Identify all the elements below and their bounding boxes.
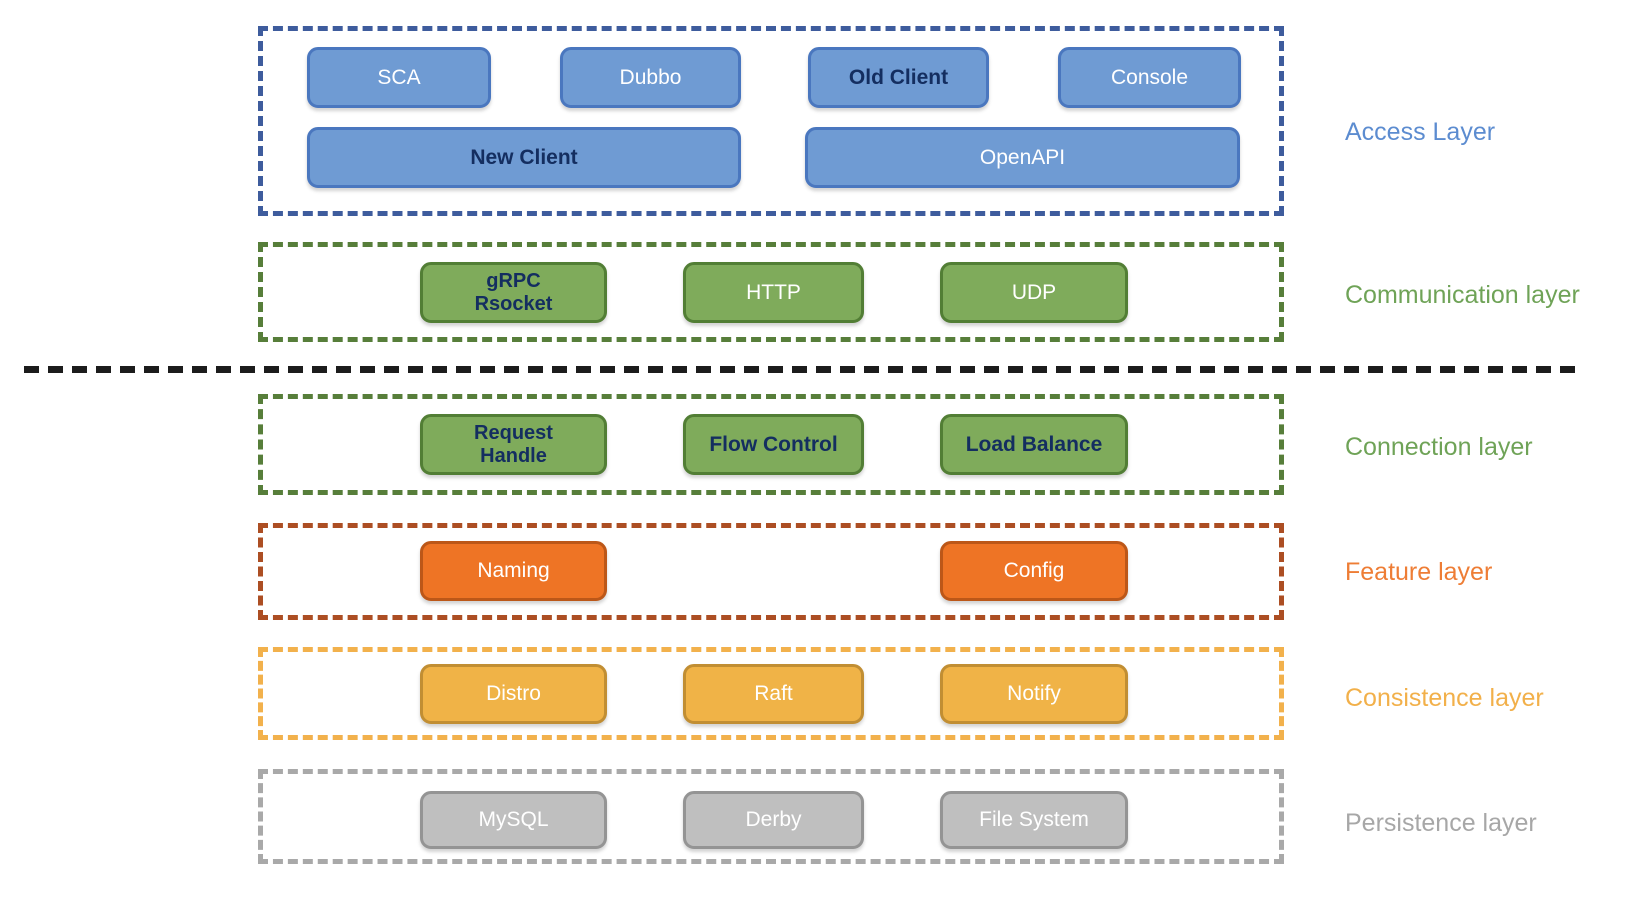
communication-layer-label: Communication layer bbox=[1345, 281, 1580, 309]
consistence-layer-label: Consistence layer bbox=[1345, 684, 1544, 712]
communication-layer-container bbox=[258, 242, 1284, 342]
box-new-client: New Client bbox=[307, 127, 741, 188]
box-sca-label: SCA bbox=[377, 65, 421, 89]
box-mysql: MySQL bbox=[420, 791, 607, 849]
persistence-layer-label: Persistence layer bbox=[1345, 809, 1537, 837]
box-load-balance-label: Load Balance bbox=[965, 432, 1103, 456]
server-client-separator-line bbox=[24, 366, 1577, 373]
box-naming: Naming bbox=[420, 541, 607, 601]
box-sca: SCA bbox=[307, 47, 491, 108]
box-old-client-label: Old Client bbox=[848, 65, 949, 89]
box-new-client-label: New Client bbox=[470, 145, 578, 169]
box-http: HTTP bbox=[683, 262, 864, 323]
box-derby: Derby bbox=[683, 791, 864, 849]
access-layer-label: Access Layer bbox=[1345, 118, 1496, 146]
box-request-handle: Request Handle bbox=[420, 414, 607, 475]
box-flow-control-label: Flow Control bbox=[709, 432, 838, 456]
box-config: Config bbox=[940, 541, 1128, 601]
box-grpc-rsocket-line2: Rsocket bbox=[474, 292, 553, 315]
connection-layer-container bbox=[258, 394, 1284, 495]
persistence-layer-container bbox=[258, 769, 1284, 864]
box-mysql-label: MySQL bbox=[478, 808, 549, 831]
connection-layer-label: Connection layer bbox=[1345, 433, 1533, 461]
box-notify-label: Notify bbox=[1007, 682, 1061, 705]
box-grpc-rsocket: gRPC Rsocket bbox=[420, 262, 607, 323]
access-layer-container bbox=[258, 26, 1284, 216]
box-config-label: Config bbox=[1003, 559, 1065, 582]
box-udp: UDP bbox=[940, 262, 1128, 323]
box-file-system-label: File System bbox=[979, 808, 1089, 831]
box-openapi-label: OpenAPI bbox=[979, 145, 1066, 169]
consistence-layer-container bbox=[258, 647, 1284, 740]
box-udp-label: UDP bbox=[1011, 280, 1057, 304]
box-openapi: OpenAPI bbox=[805, 127, 1240, 188]
box-naming-label: Naming bbox=[477, 559, 550, 582]
box-request-handle-line2: Handle bbox=[480, 444, 547, 467]
box-dubbo: Dubbo bbox=[560, 47, 741, 108]
box-distro: Distro bbox=[420, 664, 607, 724]
box-distro-label: Distro bbox=[486, 682, 541, 705]
box-notify: Notify bbox=[940, 664, 1128, 724]
box-raft: Raft bbox=[683, 664, 864, 724]
box-old-client: Old Client bbox=[808, 47, 989, 108]
feature-layer-label: Feature layer bbox=[1345, 558, 1493, 586]
box-http-label: HTTP bbox=[746, 280, 801, 304]
feature-layer-container bbox=[258, 523, 1284, 620]
box-derby-label: Derby bbox=[745, 808, 802, 831]
box-console-label: Console bbox=[1110, 65, 1189, 89]
box-flow-control: Flow Control bbox=[683, 414, 864, 475]
box-file-system: File System bbox=[940, 791, 1128, 849]
box-load-balance: Load Balance bbox=[940, 414, 1128, 475]
box-console: Console bbox=[1058, 47, 1241, 108]
box-raft-label: Raft bbox=[754, 682, 793, 705]
box-request-handle-line1: Request bbox=[474, 421, 553, 444]
box-grpc-rsocket-line1: gRPC bbox=[486, 269, 541, 292]
box-dubbo-label: Dubbo bbox=[619, 65, 682, 89]
